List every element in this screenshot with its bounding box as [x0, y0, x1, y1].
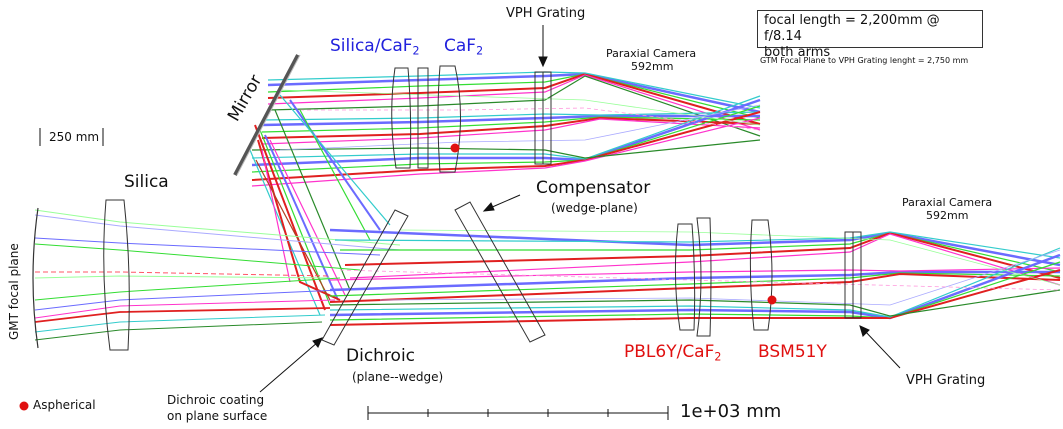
paraxial-camera-bottom-label: Paraxial Camera: [902, 196, 993, 209]
focal-length-line2: both arms: [764, 45, 831, 60]
input-ray-bundle: [34, 209, 401, 341]
pbl6y-caf2-lens-2: [696, 217, 712, 337]
gtm-length-note: GTM Focal Plane to VPH Grating lenght = …: [760, 56, 969, 65]
pbl6y-caf2-lens: [674, 223, 696, 331]
compensator-arrow: [489, 194, 521, 209]
scale-bar-1000mm: [367, 406, 669, 420]
dichroic-coating-label-1: Dichroic coating: [167, 393, 265, 407]
silica-lens: [103, 199, 130, 351]
compensator-sublabel: (wedge-plane): [551, 201, 638, 215]
fold-ray-bundle: [249, 94, 391, 316]
vph-grating-bottom-label: VPH Grating: [906, 373, 986, 388]
dichroic-element: [321, 209, 409, 346]
caf2-label: CaF2: [444, 36, 484, 58]
dichroic-label: Dichroic: [346, 346, 416, 366]
silica-caf2-lens: [391, 67, 412, 169]
scale-bar-label: 1e+03 mm: [680, 401, 782, 422]
aspherical-marker-caf2: [450, 143, 460, 153]
bsm51y-label: BSM51Y: [758, 342, 827, 362]
pbl6y-caf2-label: PBL6Y/CaF2: [624, 342, 722, 364]
silica-label: Silica: [124, 172, 169, 192]
blue-arm-ray-bundle: [251, 71, 761, 187]
bsm51y-lens: [749, 219, 773, 331]
focal-length-box: focal length = 2,200mm @ f/8.14 both arm…: [757, 10, 983, 60]
aspherical-legend-label: Aspherical: [33, 398, 96, 412]
gmt-focal-plane-surface: [32, 207, 39, 349]
vph-grating-top-label: VPH Grating: [506, 6, 586, 21]
paraxial-camera-top-length: 592mm: [631, 60, 674, 73]
dichroic-coating-label-2: on plane surface: [167, 409, 268, 423]
silica-caf2-lens-2: [417, 67, 429, 169]
compensator-element: [454, 201, 546, 343]
compensator-label: Compensator: [536, 178, 651, 198]
gmt-focal-plane-label: GMT focal plane: [7, 243, 21, 340]
scale-250mm-label: 250 mm: [49, 130, 100, 144]
silica-caf2-label: Silica/CaF2: [330, 36, 420, 58]
caf2-lens: [437, 65, 461, 173]
dichroic-coating-arrow: [259, 341, 319, 393]
vph-bottom-arrow: [863, 329, 901, 369]
aspherical-legend-marker: [19, 401, 29, 411]
focal-length-line1: focal length = 2,200mm @ f/8.14: [764, 13, 940, 44]
paraxial-camera-bottom-length: 592mm: [926, 209, 969, 222]
aspherical-marker-bsm51y: [767, 295, 777, 305]
mirror-surface: [233, 54, 300, 176]
dichroic-sublabel: (plane--wedge): [352, 370, 444, 384]
paraxial-camera-top-label: Paraxial Camera: [606, 47, 697, 60]
red-arm-ray-bundle: [329, 228, 1061, 326]
